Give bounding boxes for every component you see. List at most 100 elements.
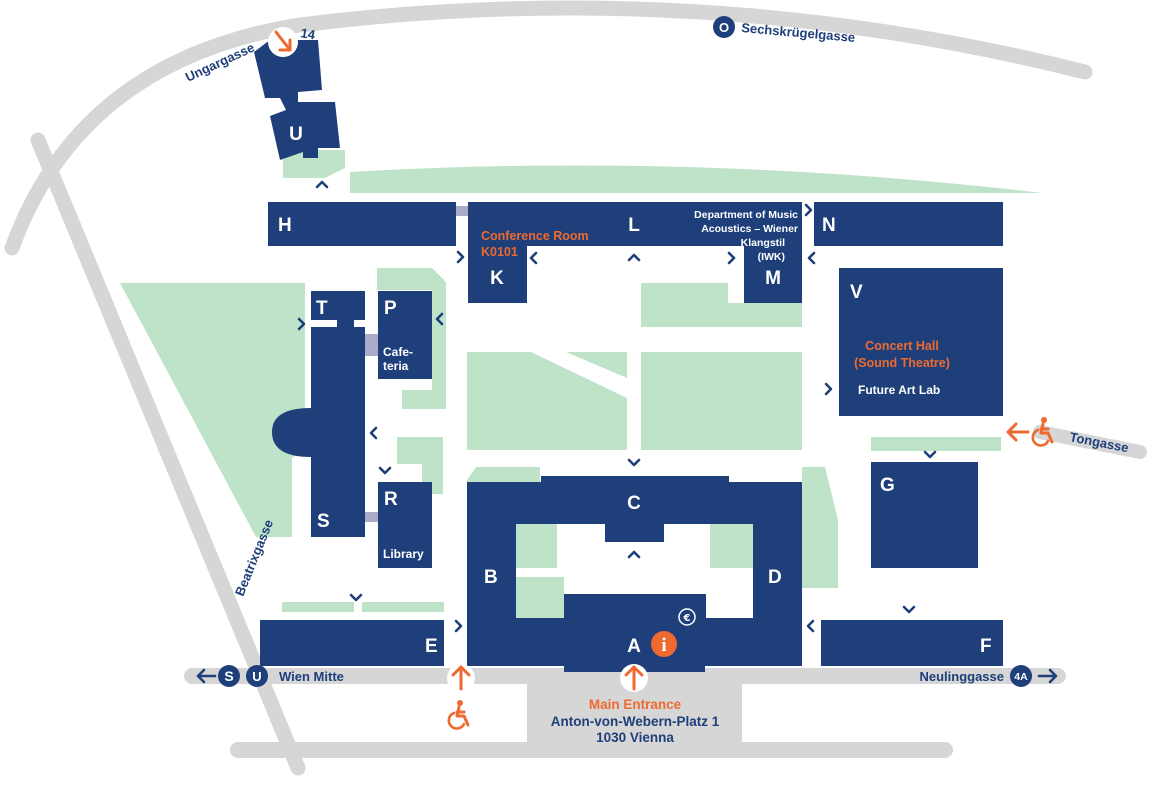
label-b: B (484, 567, 498, 588)
entry-chevron-icon (456, 250, 465, 264)
building-l-k-m[interactable] (468, 202, 802, 303)
label-k: K (490, 268, 504, 289)
buildings (254, 40, 1003, 672)
bus-o-badge-label: O (719, 20, 729, 35)
label-d: D (768, 567, 782, 588)
entry-chevron-icon (627, 253, 641, 262)
building-g[interactable] (871, 462, 978, 568)
building-h[interactable] (268, 202, 456, 246)
bus-o-badge[interactable] (713, 16, 735, 38)
label-u: U (289, 124, 303, 145)
label-l: L (628, 215, 640, 236)
entry-chevron-icon (627, 458, 641, 467)
euro-icon[interactable] (678, 608, 696, 626)
building-a-b-c-d[interactable] (467, 476, 802, 672)
green-centre-right (641, 352, 802, 450)
green-p-lawn (377, 268, 446, 409)
main-entrance-address-1: Anton-von-Webern-Platz 1 (551, 714, 720, 729)
road-tongasse (1033, 425, 1147, 459)
wheelchair-icon (1031, 417, 1054, 447)
building-f[interactable] (821, 620, 1003, 666)
green-g-strip (871, 437, 1001, 451)
label-e: E (425, 636, 438, 657)
entrance-arrow-icon (1006, 422, 1030, 442)
entry-chevron-icon (902, 605, 916, 614)
road-ungargasse (4, 0, 1093, 256)
green-centre-strip (566, 352, 627, 378)
s-badge[interactable] (218, 665, 240, 687)
concert-hall-label-2: (Sound Theatre) (854, 356, 950, 370)
u-bahn-stop[interactable]: U (246, 665, 268, 687)
building-e[interactable] (260, 620, 444, 666)
label-c: C (627, 493, 641, 514)
iwk-label-1: Department of Music (694, 209, 798, 221)
green-courtyard-bottom (516, 577, 564, 618)
s-badge-label: S (224, 668, 233, 684)
label-a: A (627, 636, 641, 657)
label-t: T (316, 298, 328, 319)
bus-stop-4a[interactable]: 4A (1010, 665, 1032, 687)
building-labels: U H L K M N V T P S R C B D A G E F (278, 124, 992, 657)
building-n[interactable] (814, 202, 1003, 246)
green-courtyard-right (710, 524, 753, 568)
entry-chevron-icon (369, 426, 378, 440)
street-wien-mitte: Wien Mitte (279, 669, 344, 684)
label-r: R (384, 489, 398, 510)
green-areas (120, 150, 1043, 612)
direction-arrow-icon (196, 668, 217, 684)
cafeteria-label-1: Cafe- (383, 345, 413, 359)
label-p: P (384, 298, 397, 319)
bus-4a-badge[interactable] (1010, 665, 1032, 687)
s-bahn-stop[interactable]: S (218, 665, 240, 687)
entrance-arrow-icon (274, 30, 292, 52)
street-tongasse: Tongasse (1068, 429, 1129, 455)
entrance-markers (268, 27, 1030, 692)
info-point[interactable]: i (651, 631, 677, 657)
entry-chevron-icon (804, 203, 813, 217)
conference-room-label-1: Conference Room (481, 229, 589, 243)
entry-chevron-icon (727, 251, 736, 265)
street-neulinggasse: Neulinggasse (919, 669, 1004, 684)
building-r[interactable] (378, 482, 432, 568)
entry-chevron-icon (454, 619, 463, 633)
bus-stop-o[interactable]: O (713, 16, 735, 38)
entry-chevrons (297, 180, 937, 633)
connectors (365, 206, 470, 522)
direction-arrow-icon (1037, 668, 1058, 684)
green-u-lawn (283, 150, 345, 178)
entry-chevron-icon (923, 450, 937, 459)
info-icon[interactable] (651, 631, 677, 657)
iwk-label-3: Klangstil (741, 237, 785, 249)
green-e-strip-2 (362, 602, 444, 612)
entrance-arrow-icon (451, 665, 471, 691)
label-f: F (980, 636, 992, 657)
concert-hall-label-1: Concert Hall (865, 339, 939, 353)
future-art-lab-label: Future Art Lab (858, 383, 940, 397)
building-v[interactable] (839, 268, 1003, 416)
entry-chevron-icon (349, 593, 363, 602)
entry-chevron-icon (529, 251, 538, 265)
building-t-slot-b (354, 320, 365, 327)
connector-s-r (365, 512, 378, 522)
cafeteria-label-2: teria (383, 359, 409, 373)
label-m: M (765, 268, 781, 289)
u-badge[interactable] (246, 665, 268, 687)
entry-chevron-icon (627, 550, 641, 559)
library-label: Library (383, 547, 424, 561)
entry-chevron-icon (378, 466, 392, 475)
u-badge-label: U (252, 669, 261, 684)
building-t-s[interactable] (272, 291, 365, 537)
entry-chevron-icon (824, 382, 833, 396)
label-v: V (850, 282, 863, 303)
entry-chevron-icon (297, 317, 306, 331)
entry-chevron-icon (435, 312, 444, 326)
label-h: H (278, 215, 292, 236)
conference-room-label-2: K0101 (481, 245, 518, 259)
green-e-strip-1 (282, 602, 354, 612)
main-entrance-info: Main Entrance Anton-von-Webern-Platz 1 1… (551, 697, 720, 745)
label-g: G (880, 475, 895, 496)
green-top-strip (350, 165, 1043, 193)
building-p[interactable] (378, 291, 432, 379)
atm-point[interactable]: € (678, 608, 696, 626)
